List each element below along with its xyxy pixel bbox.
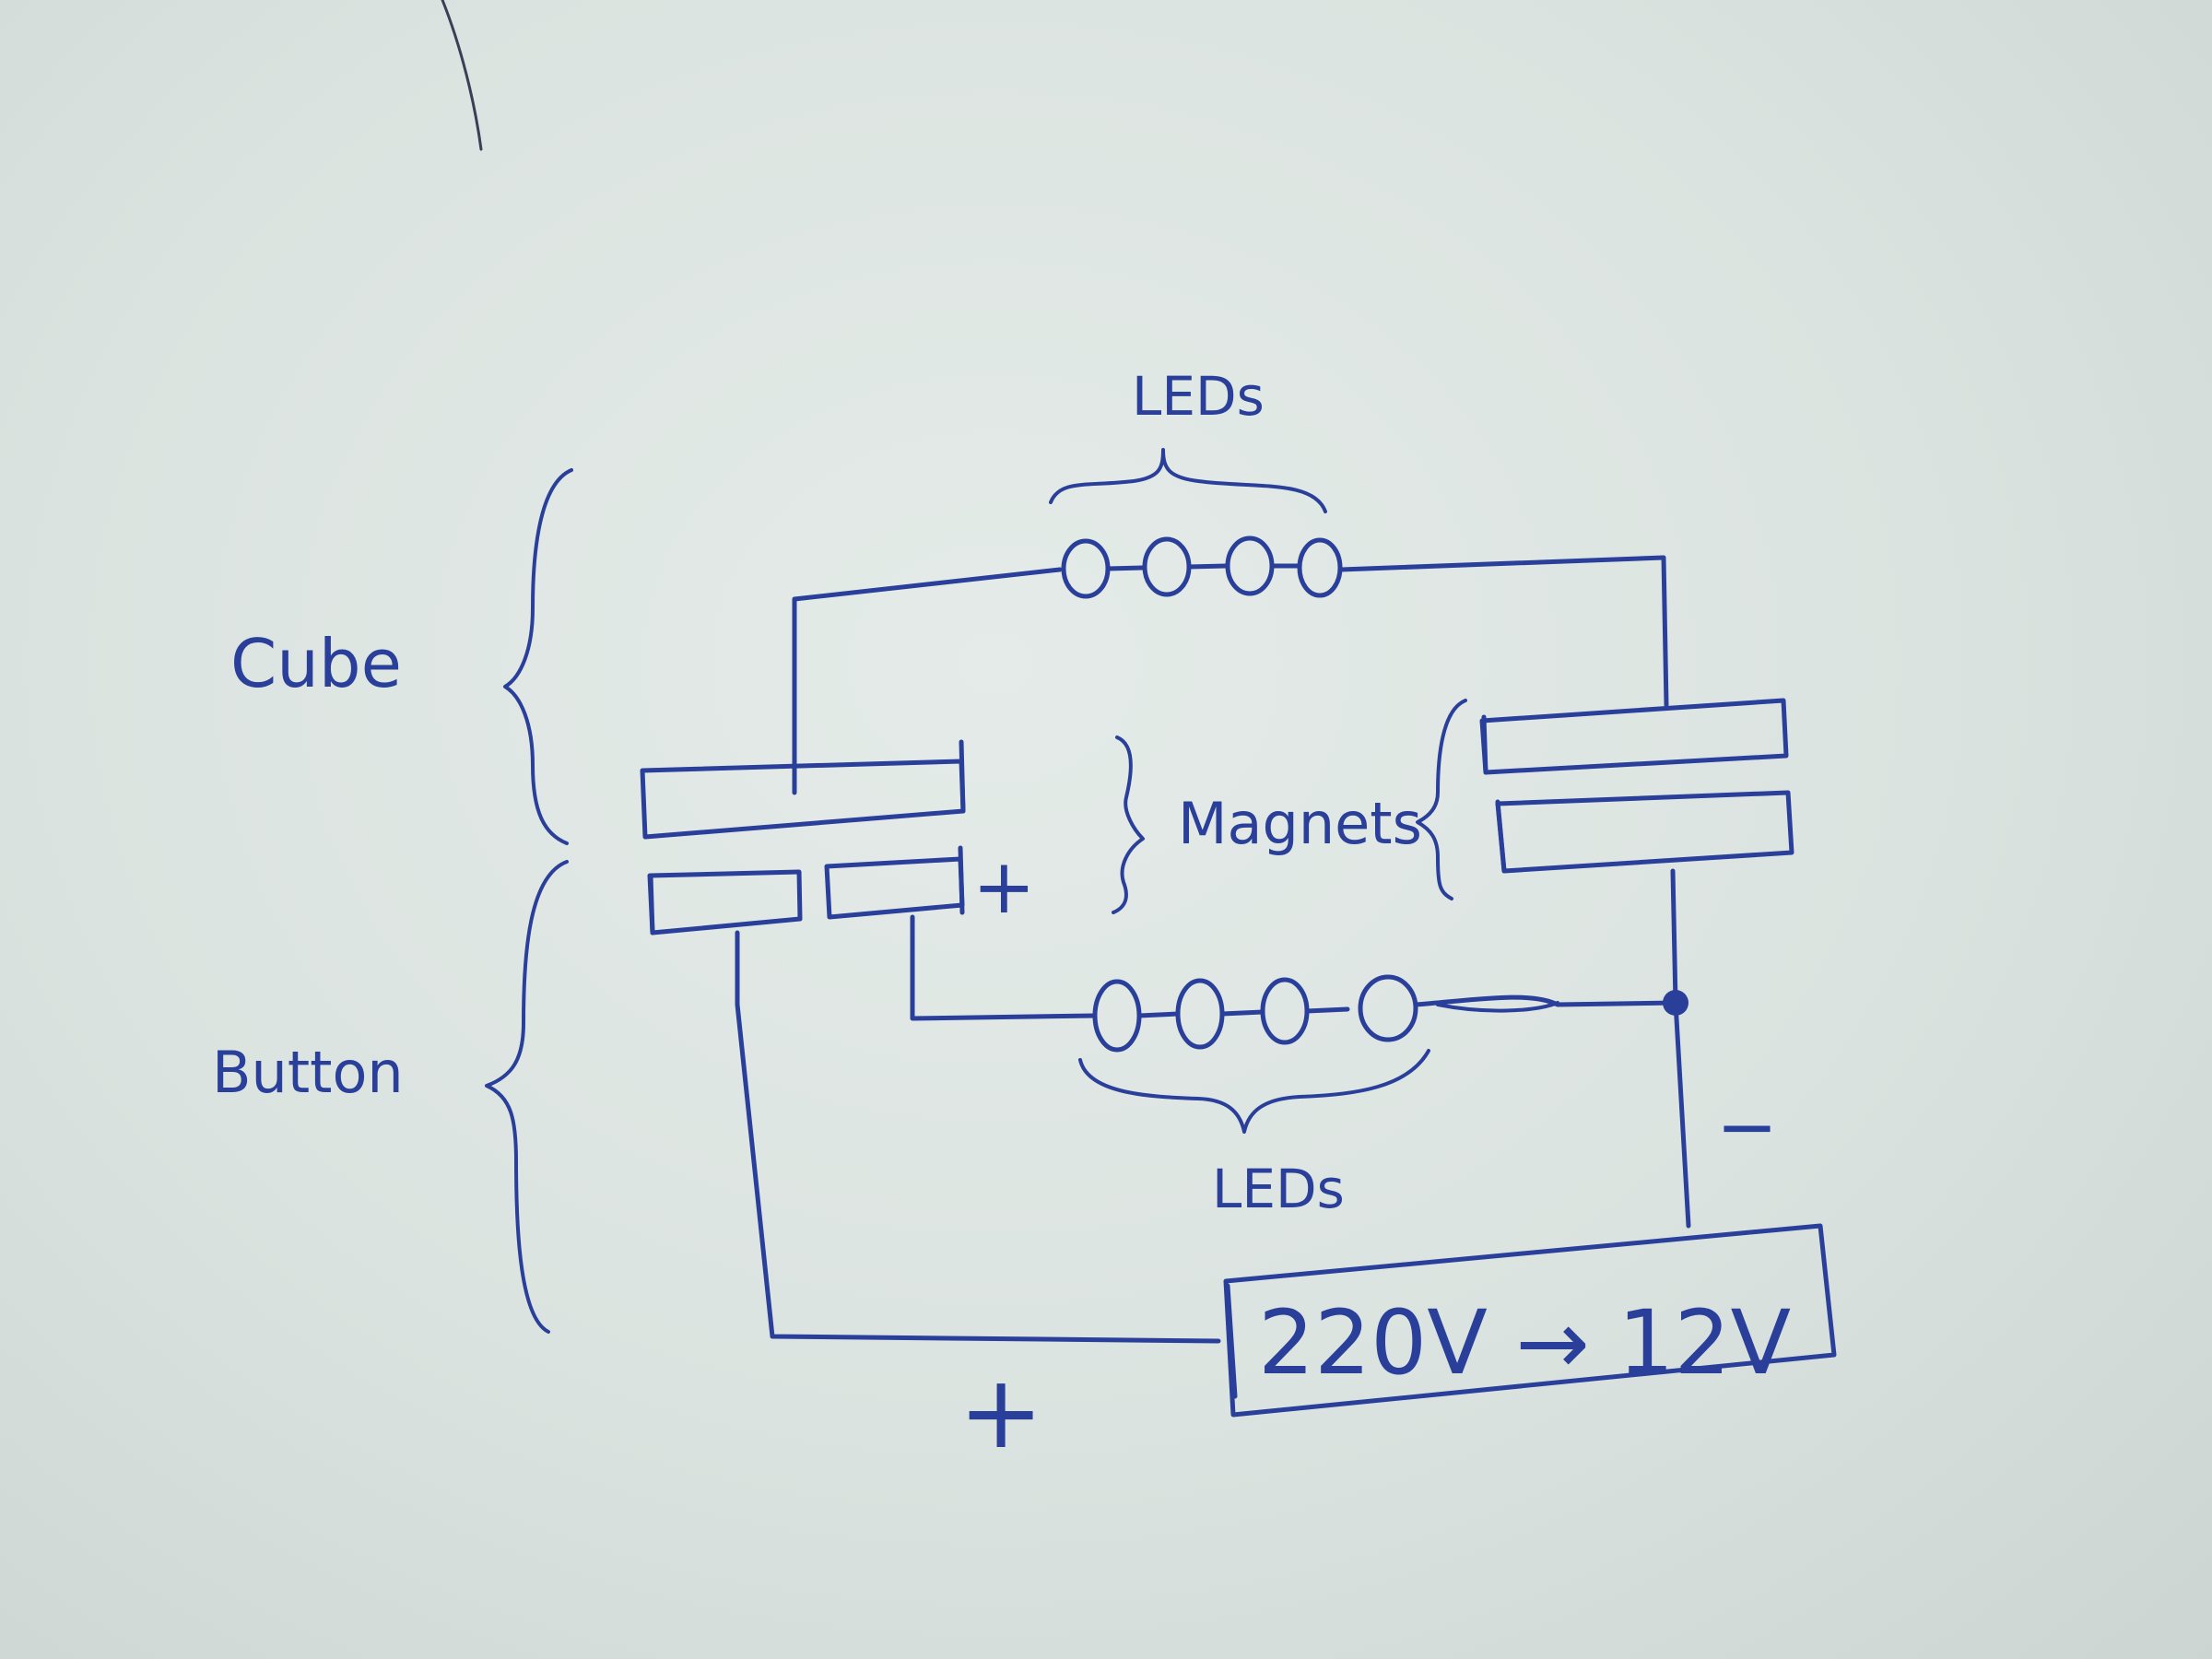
transformer-box: 220V → 12V [1223,1223,1837,1418]
top-led-string: LEDs [792,365,1669,795]
magnet-cube-left [640,759,966,840]
cube-magnets [640,698,1789,840]
transformer-left-edge [1225,1283,1238,1399]
top-wire-right [1338,555,1669,708]
label-plus-magnet: + [972,843,1036,931]
label-plus-terminal: + [959,1353,1043,1471]
led-top-1 [1061,538,1111,599]
magnet-cube-left-edge [959,739,966,814]
label-leds-top: LEDs [1132,365,1265,428]
label-leds-bottom: LEDs [1212,1158,1345,1220]
led-bottom-link-1 [1136,1011,1181,1018]
left-wire-to-transformer [735,930,1221,1344]
brace-button [485,860,569,1334]
label-transformer: 220V → 12V [1258,1291,1791,1394]
led-top-link-1 [1105,565,1146,571]
led-top-link-2 [1186,563,1229,570]
brace-magnets-right [1416,699,1467,900]
led-top-3 [1225,535,1275,596]
magnet-button-right-edge [1495,799,1507,874]
magnet-cube-right [1479,698,1789,775]
led-top-4 [1297,537,1343,598]
brace-magnets-left [1112,735,1145,914]
led-bottom-link-3 [1304,1006,1350,1014]
led-bottom-1 [1092,979,1142,1053]
top-wire-left [792,567,1063,795]
magnet-button-left [647,869,803,935]
magnet-button-right [1495,790,1794,874]
bottom-led-string: LEDs [910,914,1688,1220]
label-minus-terminal: − [1716,1084,1778,1170]
bottom-wire-double-stroke [1436,1001,1559,1013]
brace-leds-bottom [1078,1049,1430,1134]
stray-pen-mark [441,0,483,151]
label-magnets: Magnets [1178,790,1422,857]
bottom-wire-from-magnet [910,914,1098,1021]
magnet-button-left-edge [648,873,655,935]
led-bottom-4 [1358,974,1418,1042]
transformer-outline [1223,1223,1837,1418]
brace-leds-top [1049,448,1327,513]
led-top-2 [1142,536,1192,597]
button-magnets: + [647,790,1794,935]
led-bottom-3 [1260,977,1310,1045]
label-button: Button [212,1039,404,1106]
led-bottom-link-2 [1219,1009,1265,1017]
magnet-cube-right-edge [1481,714,1488,775]
magnet-button-mid [824,856,965,920]
brace-cube [503,468,573,845]
right-wire-to-transformer [1670,868,1691,1229]
label-cube: Cube [230,625,402,702]
bottom-wire-to-node [1413,994,1678,1007]
magnet-button-mid-edge [958,845,965,915]
led-bottom-2 [1175,978,1225,1050]
